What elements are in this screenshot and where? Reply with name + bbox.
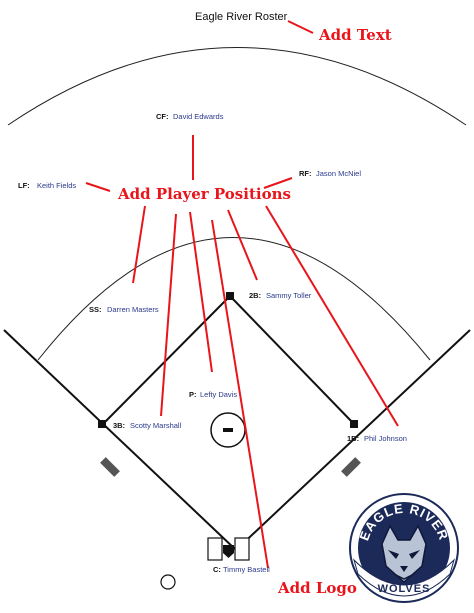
logo-banner <box>352 558 456 597</box>
basepath-3b-2b <box>102 295 231 425</box>
home-plate <box>223 545 234 558</box>
left-foul-line <box>3 329 237 551</box>
callout-line-3b <box>160 213 177 417</box>
on-deck-circle <box>160 574 176 590</box>
player-3b-name: Scotty Marshall <box>130 421 182 430</box>
pos-2b-label: 2B: <box>249 291 261 300</box>
page-title: Eagle River Roster <box>195 11 288 23</box>
callout-line-c <box>211 219 269 569</box>
logo-bottom-text: WOLVES <box>378 583 431 595</box>
batter-box-left <box>207 537 223 561</box>
callout-line-p <box>189 211 213 373</box>
team-logo: EAGLE RIVER WOLVES <box>349 493 459 603</box>
player-rf: RF: Jason McNiel <box>299 169 361 178</box>
wolf-icon <box>381 524 427 584</box>
pos-cf-label: CF: <box>156 112 169 121</box>
pos-c-label: C: <box>213 565 221 574</box>
player-rf-name: Jason McNiel <box>316 169 361 178</box>
pos-p-label: P: <box>189 390 197 399</box>
callout-add-positions: Add Player Positions <box>117 185 291 203</box>
player-lf-name: Keith Fields <box>37 181 76 190</box>
callout-line-ss <box>132 205 146 284</box>
player-lf: LF: Keith Fields <box>18 181 76 190</box>
pos-1b-label: 1B: <box>347 434 359 443</box>
player-2b: 2B: Sammy Toller <box>249 291 312 300</box>
batter-box-right <box>234 537 250 561</box>
first-base <box>350 420 358 428</box>
player-1b-name: Phil Johnson <box>364 434 407 443</box>
callout-line-text <box>287 20 314 34</box>
callout-line-2b <box>227 209 258 281</box>
player-ss: SS: Darren Masters <box>89 305 159 314</box>
callout-line-1b <box>265 205 399 427</box>
third-base <box>98 420 106 428</box>
coach-box-third <box>100 457 120 477</box>
pos-rf-label: RF: <box>299 169 312 178</box>
player-cf: CF: David Edwards <box>156 112 224 121</box>
pos-ss-label: SS: <box>89 305 102 314</box>
player-cf-name: David Edwards <box>173 112 224 121</box>
coach-box-first <box>341 457 361 477</box>
pitchers-rubber <box>223 428 233 432</box>
callout-line-rf <box>263 177 293 189</box>
player-c-name: Timmy Bastell <box>223 565 270 574</box>
player-p: P: Lefty Davis <box>189 390 237 399</box>
callout-line-lf <box>85 182 111 192</box>
right-foul-line <box>235 329 471 551</box>
callout-lines <box>85 20 399 569</box>
player-1b: 1B: Phil Johnson <box>347 434 407 443</box>
second-base <box>226 292 234 300</box>
basepath-2b-1b <box>229 295 355 425</box>
pos-lf-label: LF: <box>18 181 30 190</box>
infield-arc <box>37 237 431 361</box>
player-ss-name: Darren Masters <box>107 305 159 314</box>
player-2b-name: Sammy Toller <box>266 291 312 300</box>
outfield-fence <box>7 47 467 126</box>
callout-add-text: Add Text <box>318 26 392 44</box>
player-p-name: Lefty Davis <box>200 390 237 399</box>
pos-3b-label: 3B: <box>113 421 125 430</box>
player-3b: 3B: Scotty Marshall <box>113 421 182 430</box>
player-c: C: Timmy Bastell <box>213 565 270 574</box>
callout-add-logo: Add Logo <box>277 579 357 597</box>
